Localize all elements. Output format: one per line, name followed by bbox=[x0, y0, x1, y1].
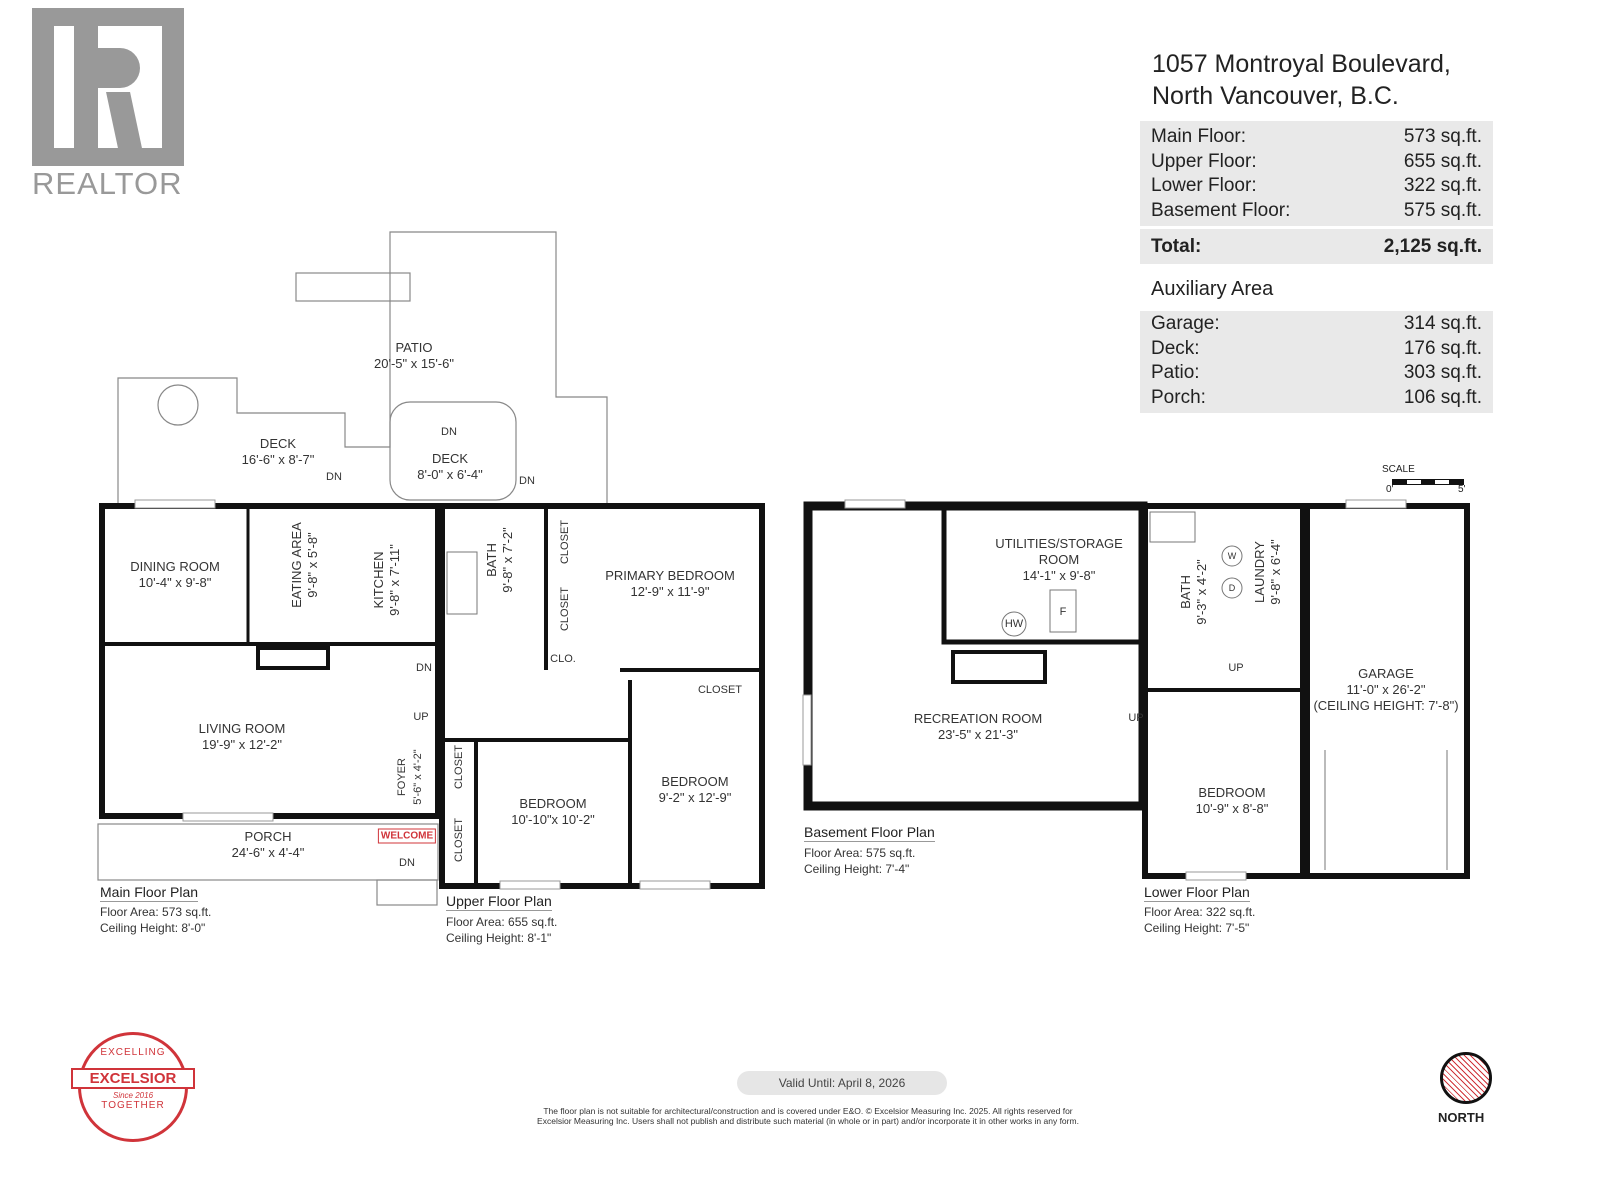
aux-row: Deck:176 sq.ft. bbox=[1151, 337, 1482, 359]
aux-row: Patio:303 sq.ft. bbox=[1151, 362, 1482, 383]
disclaimer: The floor plan is not suitable for archi… bbox=[537, 1106, 1079, 1126]
auxiliary-title: Auxiliary Area bbox=[1151, 278, 1274, 300]
hot-water-label: HW bbox=[1004, 618, 1024, 630]
closet-label: CLOSET bbox=[559, 519, 571, 565]
fixtures bbox=[256, 511, 1448, 870]
washer-label: W bbox=[1227, 551, 1237, 561]
north-arrow-icon bbox=[1440, 1052, 1492, 1104]
property-address: 1057 Montroyal Boulevard, North Vancouve… bbox=[1152, 48, 1451, 112]
realtor-logo: REALTOR bbox=[32, 8, 200, 204]
address-line1: 1057 Montroyal Boulevard, bbox=[1152, 50, 1451, 78]
lower-plan-info: Floor Area: 322 sq.ft.Ceiling Height: 7'… bbox=[1144, 905, 1256, 935]
area-row: Lower Floor:322 sq.ft. bbox=[1151, 175, 1482, 196]
total-row: Total:2,125 sq.ft. bbox=[1151, 236, 1482, 257]
dryer-label: D bbox=[1228, 583, 1236, 593]
upper-plan-info: Floor Area: 655 sq.ft.Ceiling Height: 8'… bbox=[446, 915, 558, 945]
furnace-label: F bbox=[1059, 606, 1067, 618]
scale-min: 0' bbox=[1386, 484, 1394, 495]
upper-plan-title: Upper Floor Plan bbox=[446, 893, 552, 911]
closet-label: CLOSET bbox=[559, 586, 571, 632]
stair-up-label: UP bbox=[1128, 712, 1144, 724]
main-plan-info: Floor Area: 573 sq.ft.Ceiling Height: 8'… bbox=[100, 905, 212, 935]
aux-row: Porch:106 sq.ft. bbox=[1151, 386, 1482, 408]
north-label: NORTH bbox=[1438, 1110, 1485, 1125]
main-plan-title: Main Floor Plan bbox=[100, 884, 199, 902]
address-line2: North Vancouver, B.C. bbox=[1152, 82, 1399, 110]
floor-area-table: Main Floor:573 sq.ft. Upper Floor:655 sq… bbox=[1140, 121, 1493, 264]
closet-label: CLOSET bbox=[697, 684, 743, 696]
welcome-mat: WELCOME bbox=[377, 828, 437, 844]
aux-row: Garage:314 sq.ft. bbox=[1151, 313, 1482, 334]
closet-label: CLOSET bbox=[453, 817, 465, 863]
scale-label: SCALE bbox=[1382, 464, 1415, 475]
area-row: Upper Floor:655 sq.ft. bbox=[1151, 150, 1482, 172]
stair-dn-label: DN bbox=[441, 426, 457, 438]
area-row: Basement Floor:575 sq.ft. bbox=[1151, 199, 1482, 221]
area-row: Main Floor:573 sq.ft. bbox=[1151, 126, 1482, 147]
closet-label: CLO. bbox=[550, 653, 576, 665]
scale-bar bbox=[1392, 479, 1464, 485]
stair-dn-label: DN bbox=[416, 662, 432, 674]
excelsior-seal: EXCELLING EXCELSIOR Since 2016 TOGETHER bbox=[71, 1032, 195, 1142]
stair-up-label: UP bbox=[413, 711, 429, 723]
outdoor-outlines bbox=[97, 231, 608, 906]
realtor-logo-mark bbox=[32, 8, 184, 166]
scale-max: 5' bbox=[1458, 484, 1466, 495]
windows bbox=[134, 499, 1407, 890]
stair-dn-label: DN bbox=[399, 857, 415, 869]
auxiliary-area-table: Garage:314 sq.ft. Deck:176 sq.ft. Patio:… bbox=[1140, 311, 1493, 413]
stair-dn-label: DN bbox=[519, 475, 535, 487]
basement-plan-info: Floor Area: 575 sq.ft.Ceiling Height: 7'… bbox=[804, 846, 916, 876]
stair-up-label: UP bbox=[1228, 662, 1244, 674]
valid-until-badge: Valid Until: April 8, 2026 bbox=[737, 1071, 947, 1095]
closet-label: CLOSET bbox=[453, 744, 465, 790]
realtor-wordmark: REALTOR bbox=[32, 166, 183, 201]
stair-dn-label: DN bbox=[326, 471, 342, 483]
basement-plan-title: Basement Floor Plan bbox=[804, 824, 935, 842]
lower-plan-title: Lower Floor Plan bbox=[1144, 884, 1250, 902]
